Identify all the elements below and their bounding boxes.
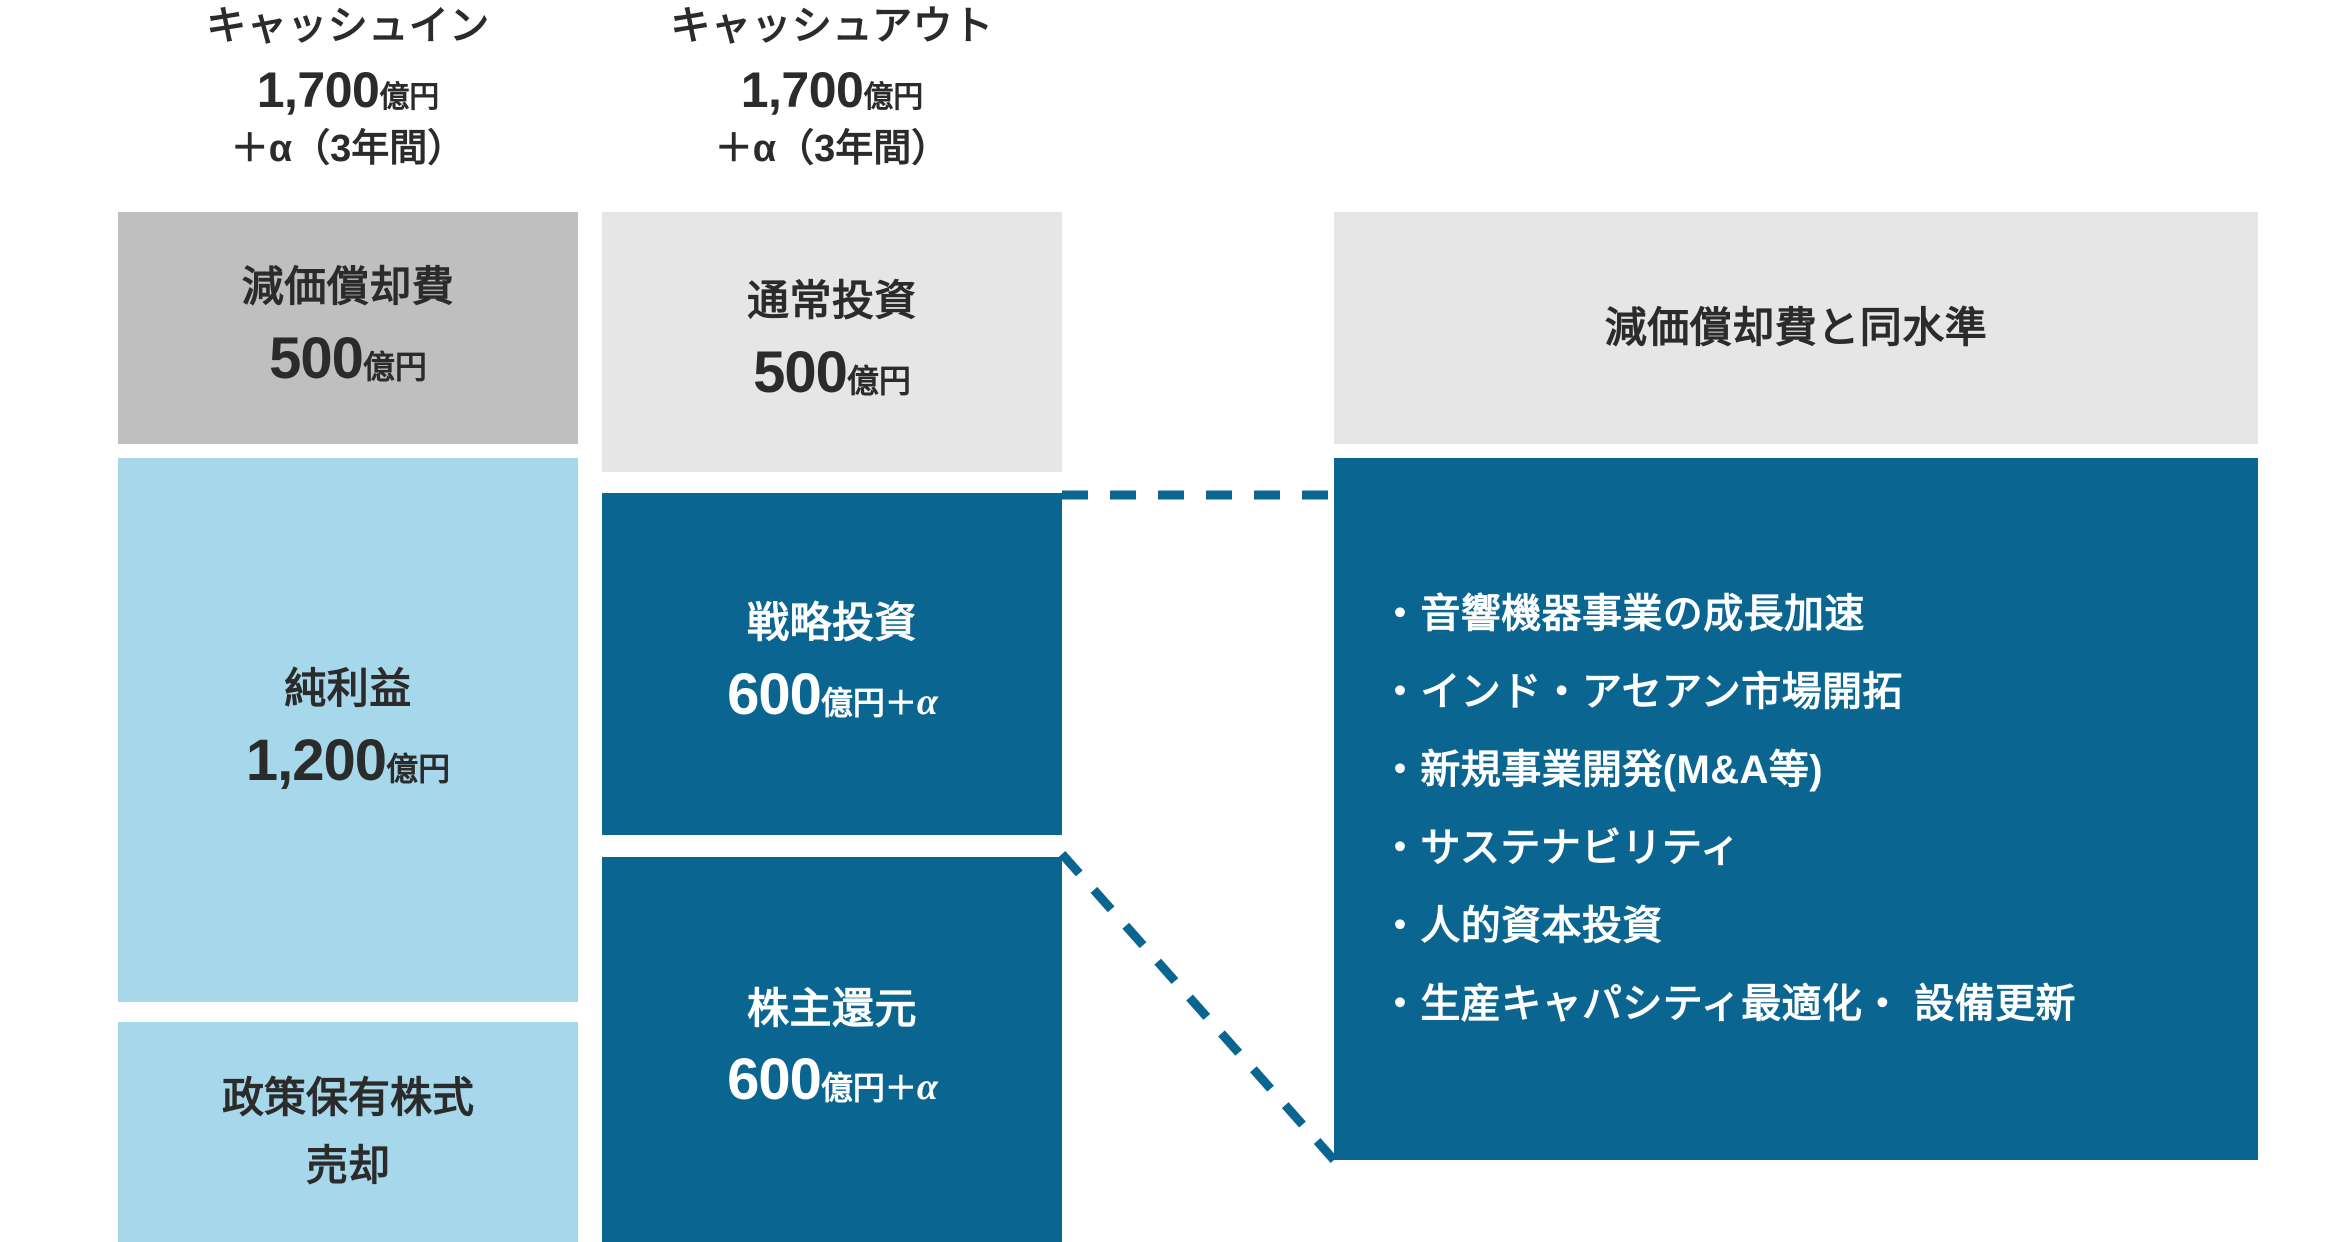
box-regular-investment-amount: 500億円 bbox=[753, 339, 911, 405]
box-strategic-investment-unit: 億円＋ bbox=[820, 684, 917, 721]
cash-out-header-title: キャッシュアウト bbox=[670, 4, 994, 48]
box-detail-header-title: 減価償却費と同水準 bbox=[1604, 304, 1988, 352]
list-item: ・サステナビリティ bbox=[1380, 826, 1741, 870]
list-item: ・インド・アセアン市場開拓 bbox=[1380, 670, 1903, 714]
box-regular-investment: 通常投資 500億円 bbox=[602, 212, 1062, 472]
cash-out-header-note: ＋α（3年間） bbox=[714, 128, 950, 170]
box-depreciation: 減価償却費 500億円 bbox=[118, 212, 578, 444]
cash-in-header-unit: 億円 bbox=[379, 81, 440, 114]
box-net-profit-amount: 1,200億円 bbox=[245, 727, 451, 793]
list-item: ・人的資本投資 bbox=[1380, 904, 1663, 948]
list-item: ・新規事業開発(M&A等) bbox=[1380, 748, 1823, 792]
box-depreciation-title: 減価償却費 bbox=[241, 263, 455, 310]
box-net-profit-unit: 億円 bbox=[386, 750, 451, 787]
box-strategic-investment-title: 戦略投資 bbox=[746, 599, 917, 646]
box-net-profit-title: 純利益 bbox=[284, 665, 412, 712]
box-shareholder-return: 株主還元 600億円＋α bbox=[602, 857, 1062, 1242]
list-item: ・生産キャパシティ最適化・ 設備更新 bbox=[1380, 982, 2076, 1026]
cash-in-header-amount: 1,700億円 bbox=[256, 62, 440, 118]
connector-diagonal-dashed-line bbox=[1058, 851, 1338, 1163]
box-strategic-investment-amount: 600億円＋α bbox=[727, 661, 938, 727]
box-regular-investment-title: 通常投資 bbox=[746, 277, 917, 324]
box-detail-header: 減価償却費と同水準 bbox=[1334, 212, 2258, 444]
box-shareholder-return-alpha: α bbox=[916, 1066, 938, 1109]
cash-in-header-note: ＋α（3年間） bbox=[230, 128, 466, 170]
cash-out-header-unit: 億円 bbox=[863, 81, 924, 114]
box-depreciation-unit: 億円 bbox=[362, 348, 427, 385]
box-strategic-investment: 戦略投資 600億円＋α bbox=[602, 493, 1062, 835]
box-shareholder-return-amount: 600億円＋α bbox=[727, 1047, 938, 1113]
cash-in-header-title: キャッシュイン bbox=[206, 4, 490, 48]
box-shareholder-return-title: 株主還元 bbox=[746, 984, 917, 1032]
box-cross-shareholdings: 政策保有株式 売却 bbox=[118, 1022, 578, 1242]
box-cross-shareholdings-line2: 売却 bbox=[305, 1142, 390, 1189]
cash-out-header: キャッシュアウト 1,700億円 ＋α（3年間） bbox=[602, 0, 1062, 174]
cash-in-header: キャッシュイン 1,700億円 ＋α（3年間） bbox=[118, 0, 578, 174]
cash-out-header-amount: 1,700億円 bbox=[740, 62, 924, 118]
detail-bullet-panel: ・音響機器事業の成長加速 ・インド・アセアン市場開拓 ・新規事業開発(M&A等)… bbox=[1334, 458, 2258, 1160]
box-net-profit: 純利益 1,200億円 bbox=[118, 458, 578, 1002]
box-depreciation-amount: 500億円 bbox=[269, 325, 427, 391]
box-shareholder-return-unit: 億円＋ bbox=[820, 1070, 917, 1107]
list-item: ・音響機器事業の成長加速 bbox=[1380, 592, 1865, 636]
box-strategic-investment-alpha: α bbox=[916, 680, 938, 723]
box-regular-investment-unit: 億円 bbox=[846, 362, 911, 399]
box-cross-shareholdings-line1: 政策保有株式 bbox=[221, 1074, 474, 1122]
